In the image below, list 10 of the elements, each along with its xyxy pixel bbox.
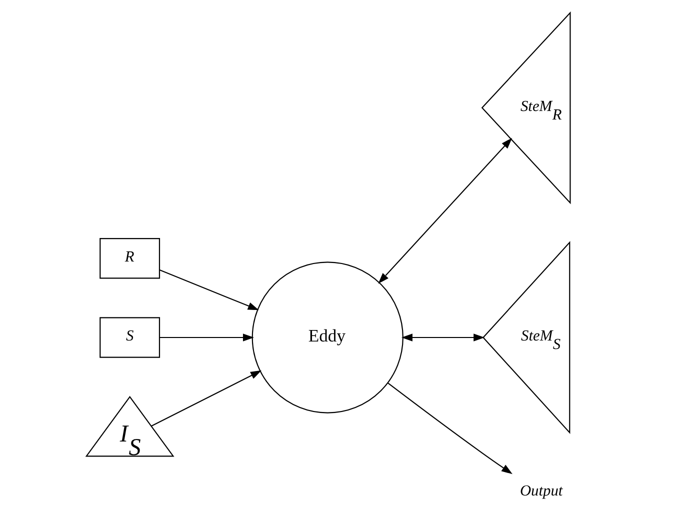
arrow — [160, 334, 254, 342]
arrow — [160, 270, 259, 310]
arrow — [378, 138, 512, 284]
node-text: Output — [520, 482, 563, 500]
arrow — [401, 334, 485, 342]
node-box: R — [100, 238, 160, 279]
node-box: S — [100, 317, 160, 358]
arrow — [151, 370, 262, 427]
arrow — [388, 382, 512, 474]
node-circle: Eddy — [252, 262, 404, 414]
